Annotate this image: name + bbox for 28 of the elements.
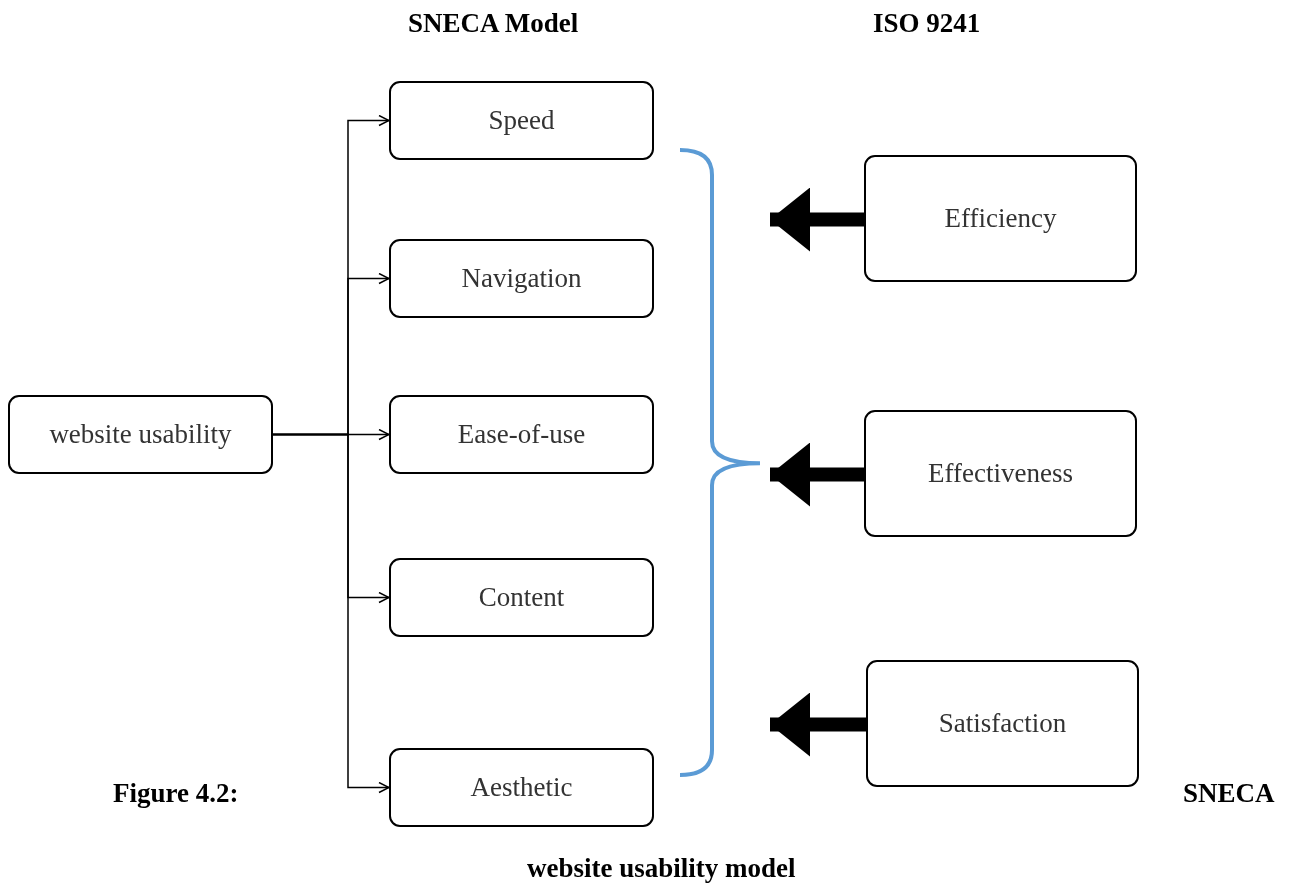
process-box [864,410,1137,537]
process-box [8,395,273,474]
node-label: Content [478,582,565,613]
process-box [866,660,1139,787]
process-box [389,558,654,637]
node-label: website usability [49,419,232,450]
node-label: Efficiency [944,203,1057,234]
process-box [389,748,654,827]
node-label: Effectiveness [928,458,1073,489]
arrow [770,692,866,757]
node-label: Aesthetic [470,772,573,803]
figure-caption: website usability model [527,853,796,884]
arrow [770,187,864,252]
node-label: Navigation [461,263,582,294]
arrow [770,442,864,507]
node-label: Speed [488,105,555,136]
process-box [389,81,654,160]
process-box [389,239,654,318]
node-label: Ease-of-use [457,419,586,450]
curly-brace [678,148,762,777]
figure-caption: Figure 4.2: [113,778,239,809]
process-box [864,155,1137,282]
arrow [272,433,390,794]
node-label: Satisfaction [938,708,1067,739]
figure-caption: SNECA [1183,778,1275,809]
column-heading: ISO 9241 [873,8,981,39]
column-heading: SNECA Model [408,8,579,39]
process-box [389,395,654,474]
